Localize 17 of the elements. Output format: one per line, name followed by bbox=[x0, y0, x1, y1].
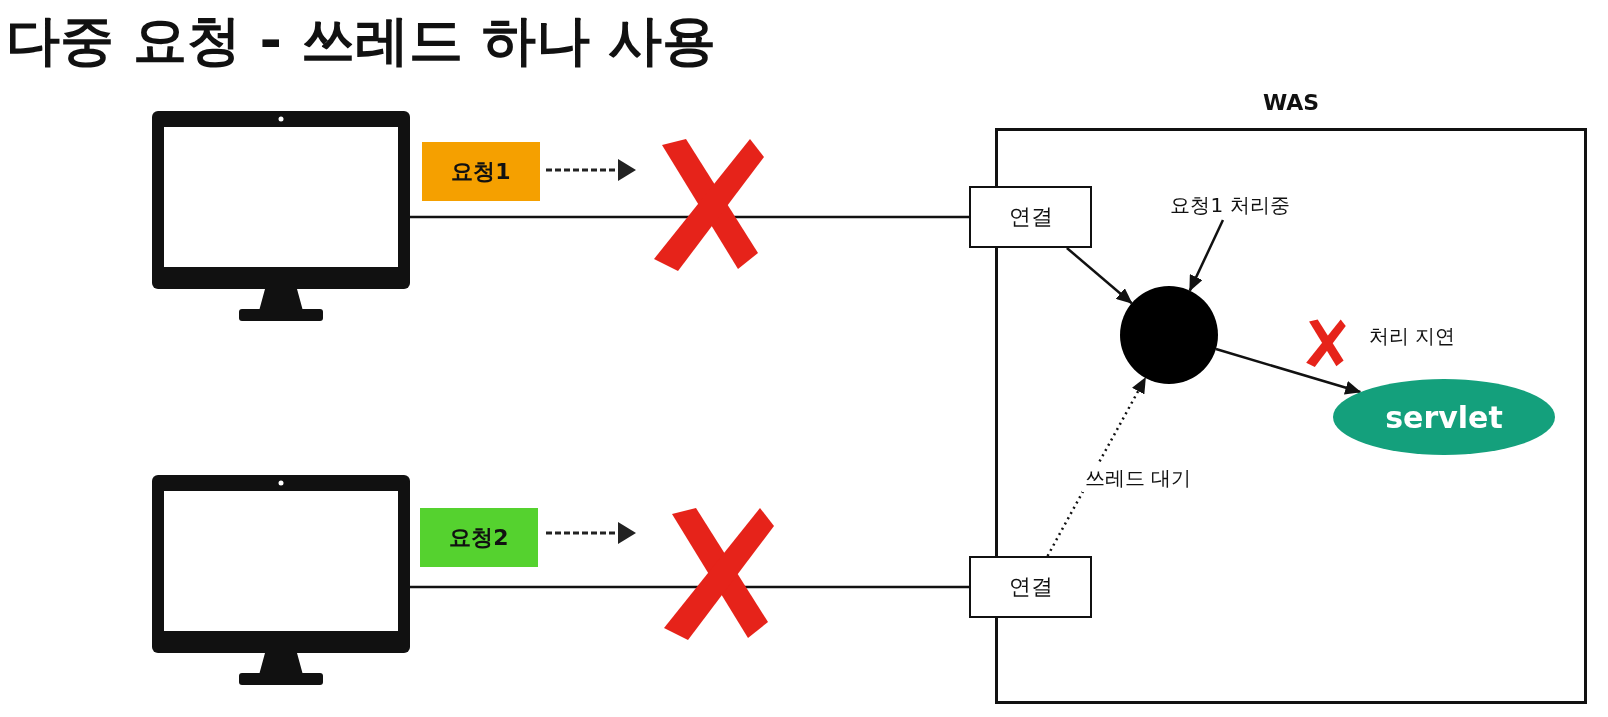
callout-text: 요청1 처리중 bbox=[1160, 190, 1300, 220]
frame-heading: WAS bbox=[1261, 89, 1321, 117]
arrow bbox=[1066, 247, 1133, 305]
connection-box: 연결 bbox=[969, 556, 1092, 618]
title: 다중 요청 - 쓰레드 하나 사용 bbox=[6, 8, 717, 74]
request-tag: 요청1 bbox=[422, 142, 540, 201]
connection-box: 연결 bbox=[969, 186, 1092, 248]
request-tag: 요청2 bbox=[420, 508, 538, 567]
arrow bbox=[1215, 347, 1362, 395]
dotted-arrow bbox=[1046, 377, 1147, 557]
thread-circle bbox=[1120, 286, 1218, 384]
connector-line bbox=[410, 585, 969, 589]
servlet-ellipse: servlet bbox=[1333, 379, 1555, 455]
monitor-drawing bbox=[152, 475, 410, 687]
connector-line bbox=[410, 215, 969, 219]
arrow bbox=[1188, 219, 1225, 292]
monitor-drawing bbox=[152, 111, 410, 323]
